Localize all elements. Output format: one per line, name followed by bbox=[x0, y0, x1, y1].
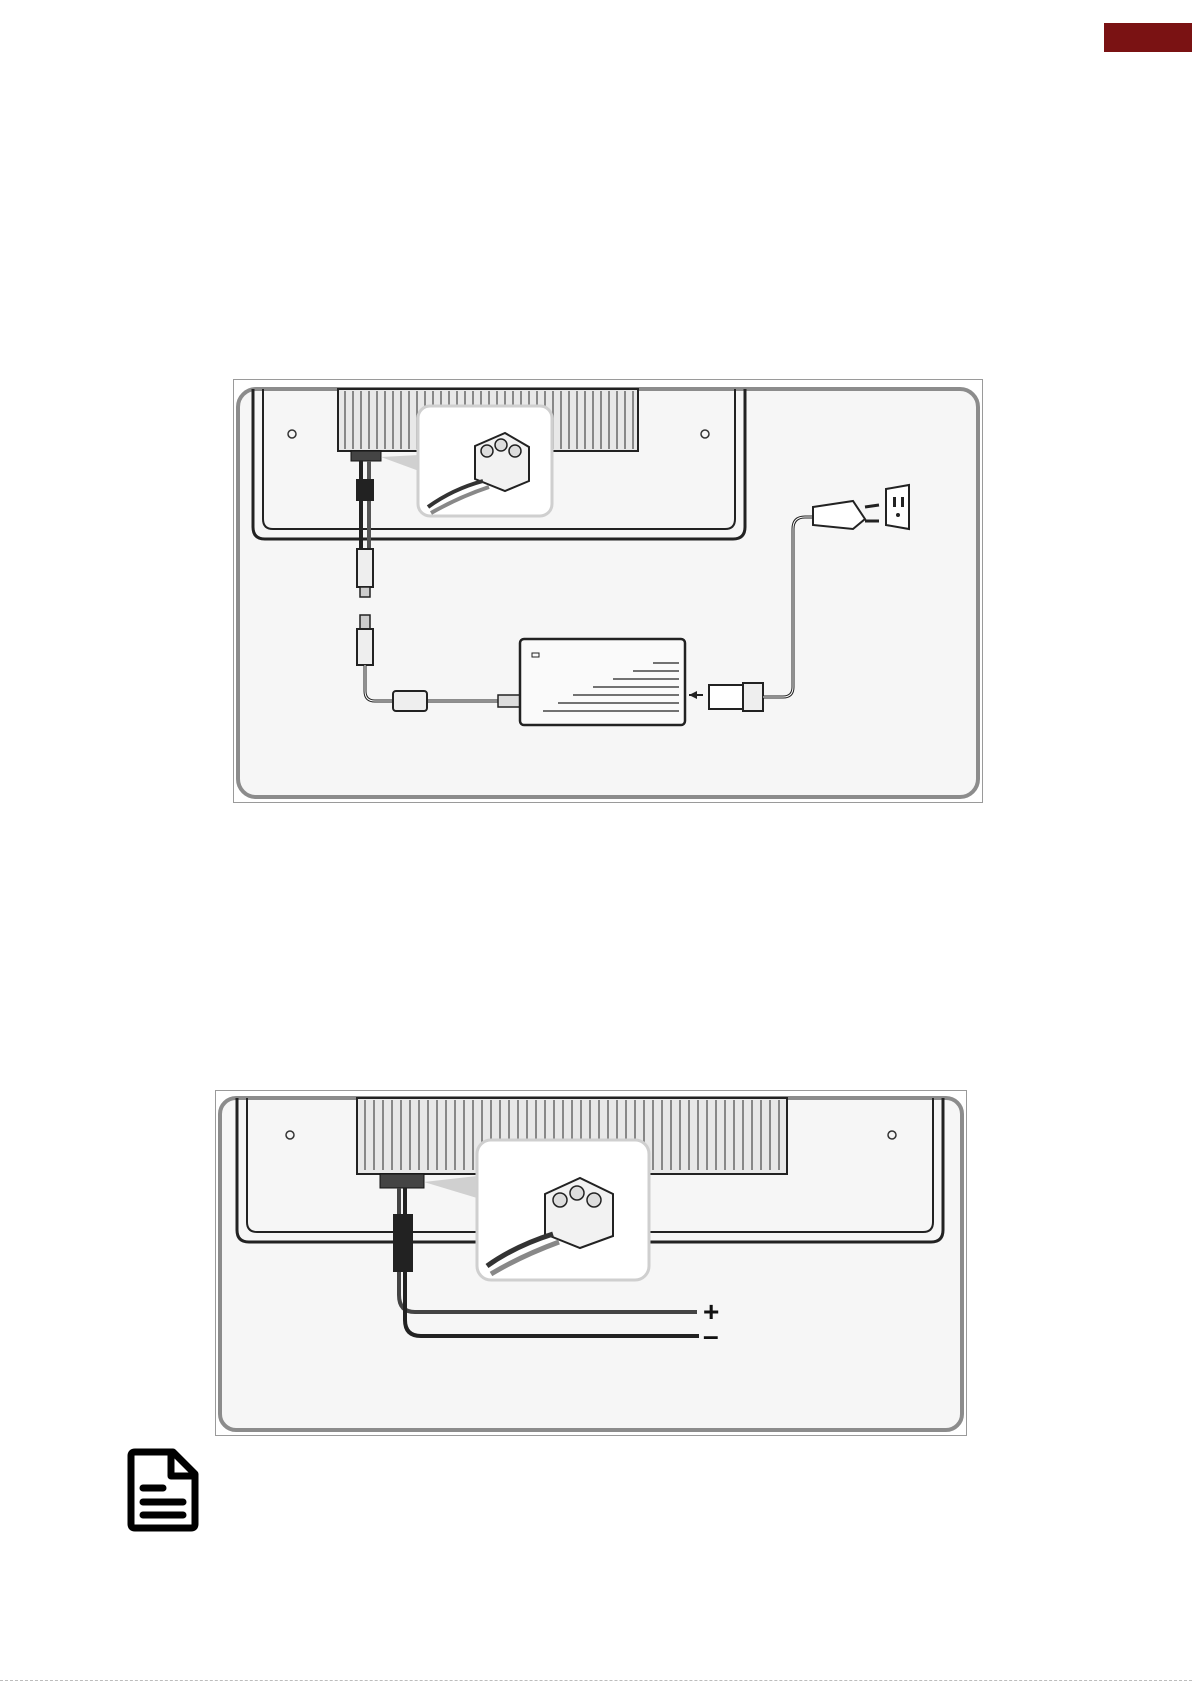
dc-wiring-connection-diagram: + – bbox=[215, 1090, 967, 1436]
footer-rule bbox=[0, 1680, 1192, 1681]
note-icon bbox=[127, 1448, 200, 1532]
page-section-tab bbox=[1104, 23, 1192, 52]
ac-adapter bbox=[520, 639, 685, 725]
wall-outlet bbox=[886, 485, 909, 529]
ac-adapter-connection-diagram bbox=[233, 379, 983, 803]
negative-terminal-label: – bbox=[703, 1320, 719, 1351]
